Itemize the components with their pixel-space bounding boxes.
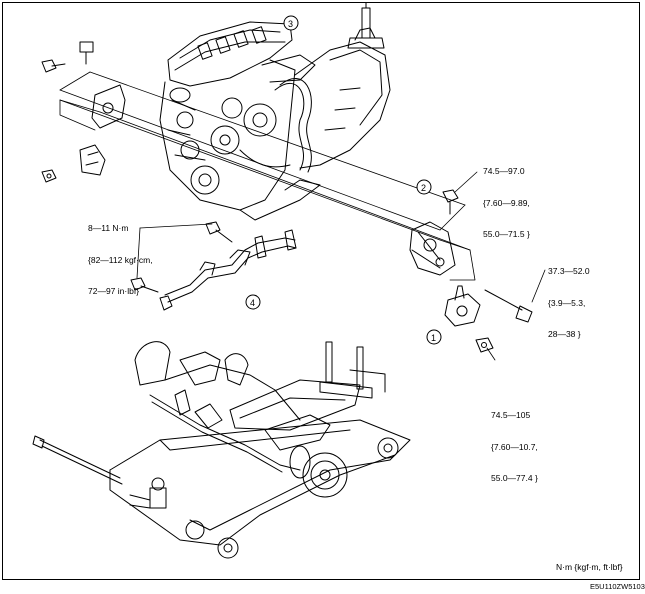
page-border [2,2,640,580]
transmission-jack [32,341,411,559]
bolt-right-long [484,289,533,323]
callout-4 [245,294,261,310]
callout-3-label: 3 [288,19,293,29]
torque-lower-right-line-2: {7.60—10.7, [491,441,538,452]
bolt-left-upper [79,41,94,65]
torque-spec-lower-right: 74.5—105 {7.60—10.7, 55.0—77.4 } [491,389,538,505]
callout-3 [283,15,299,31]
bolt-pipe-upper [205,221,233,243]
torque-spec-right: 37.3—52.0 {3.9—5.3, 28—38 } [548,245,590,361]
callout-2-label: 2 [421,183,426,193]
torque-right-line-3: 28—38 } [548,329,581,339]
callout-1-label: 1 [431,333,436,343]
torque-right-line-1: 37.3—52.0 [548,266,590,276]
callout-4-label: 4 [250,298,255,308]
torque-upper-right-line-2: {7.60—9.89, [483,197,530,208]
torque-spec-upper-right: 74.5—97.0 {7.60—9.89, 55.0—71.5 } [483,145,530,261]
torque-lower-right-line-1: 74.5—105 [491,410,531,420]
torque-left-line-2: {82—112 kgf·cm, [88,254,153,265]
units-legend: N·m {kgf·m, ft·lbf} [556,562,623,572]
callout-1 [426,329,442,345]
bolt-pipe-left [130,277,159,293]
torque-lower-right-line-3: 55.0—77.4 } [491,473,538,483]
callout-2 [416,179,432,195]
torque-spec-left: 8—11 N·m {82—112 kgf·cm, 72—97 in·lbf} [88,202,153,318]
torque-left-line-1: 8—11 N·m [88,223,129,233]
nut-left-bottom [41,169,57,183]
nut-right-upper [442,189,459,215]
bolt-left-lower [41,59,66,73]
figure-id: E5U110ZW5103 [590,582,645,591]
engine-assembly [159,2,391,221]
left-engine-mount [79,84,126,176]
engine-mount-rubber [444,285,481,327]
torque-right-line-2: {3.9—5.3, [548,297,586,308]
torque-left-line-3: 72—97 in·lbf} [88,286,140,296]
torque-upper-right-line-1: 74.5—97.0 [483,166,525,176]
nut-mount-bottom [475,337,494,353]
pipe-assembly [159,229,297,311]
leader-lines [136,171,546,361]
torque-upper-right-line-3: 55.0—71.5 } [483,229,530,239]
right-engine-mount-bracket [409,221,456,276]
